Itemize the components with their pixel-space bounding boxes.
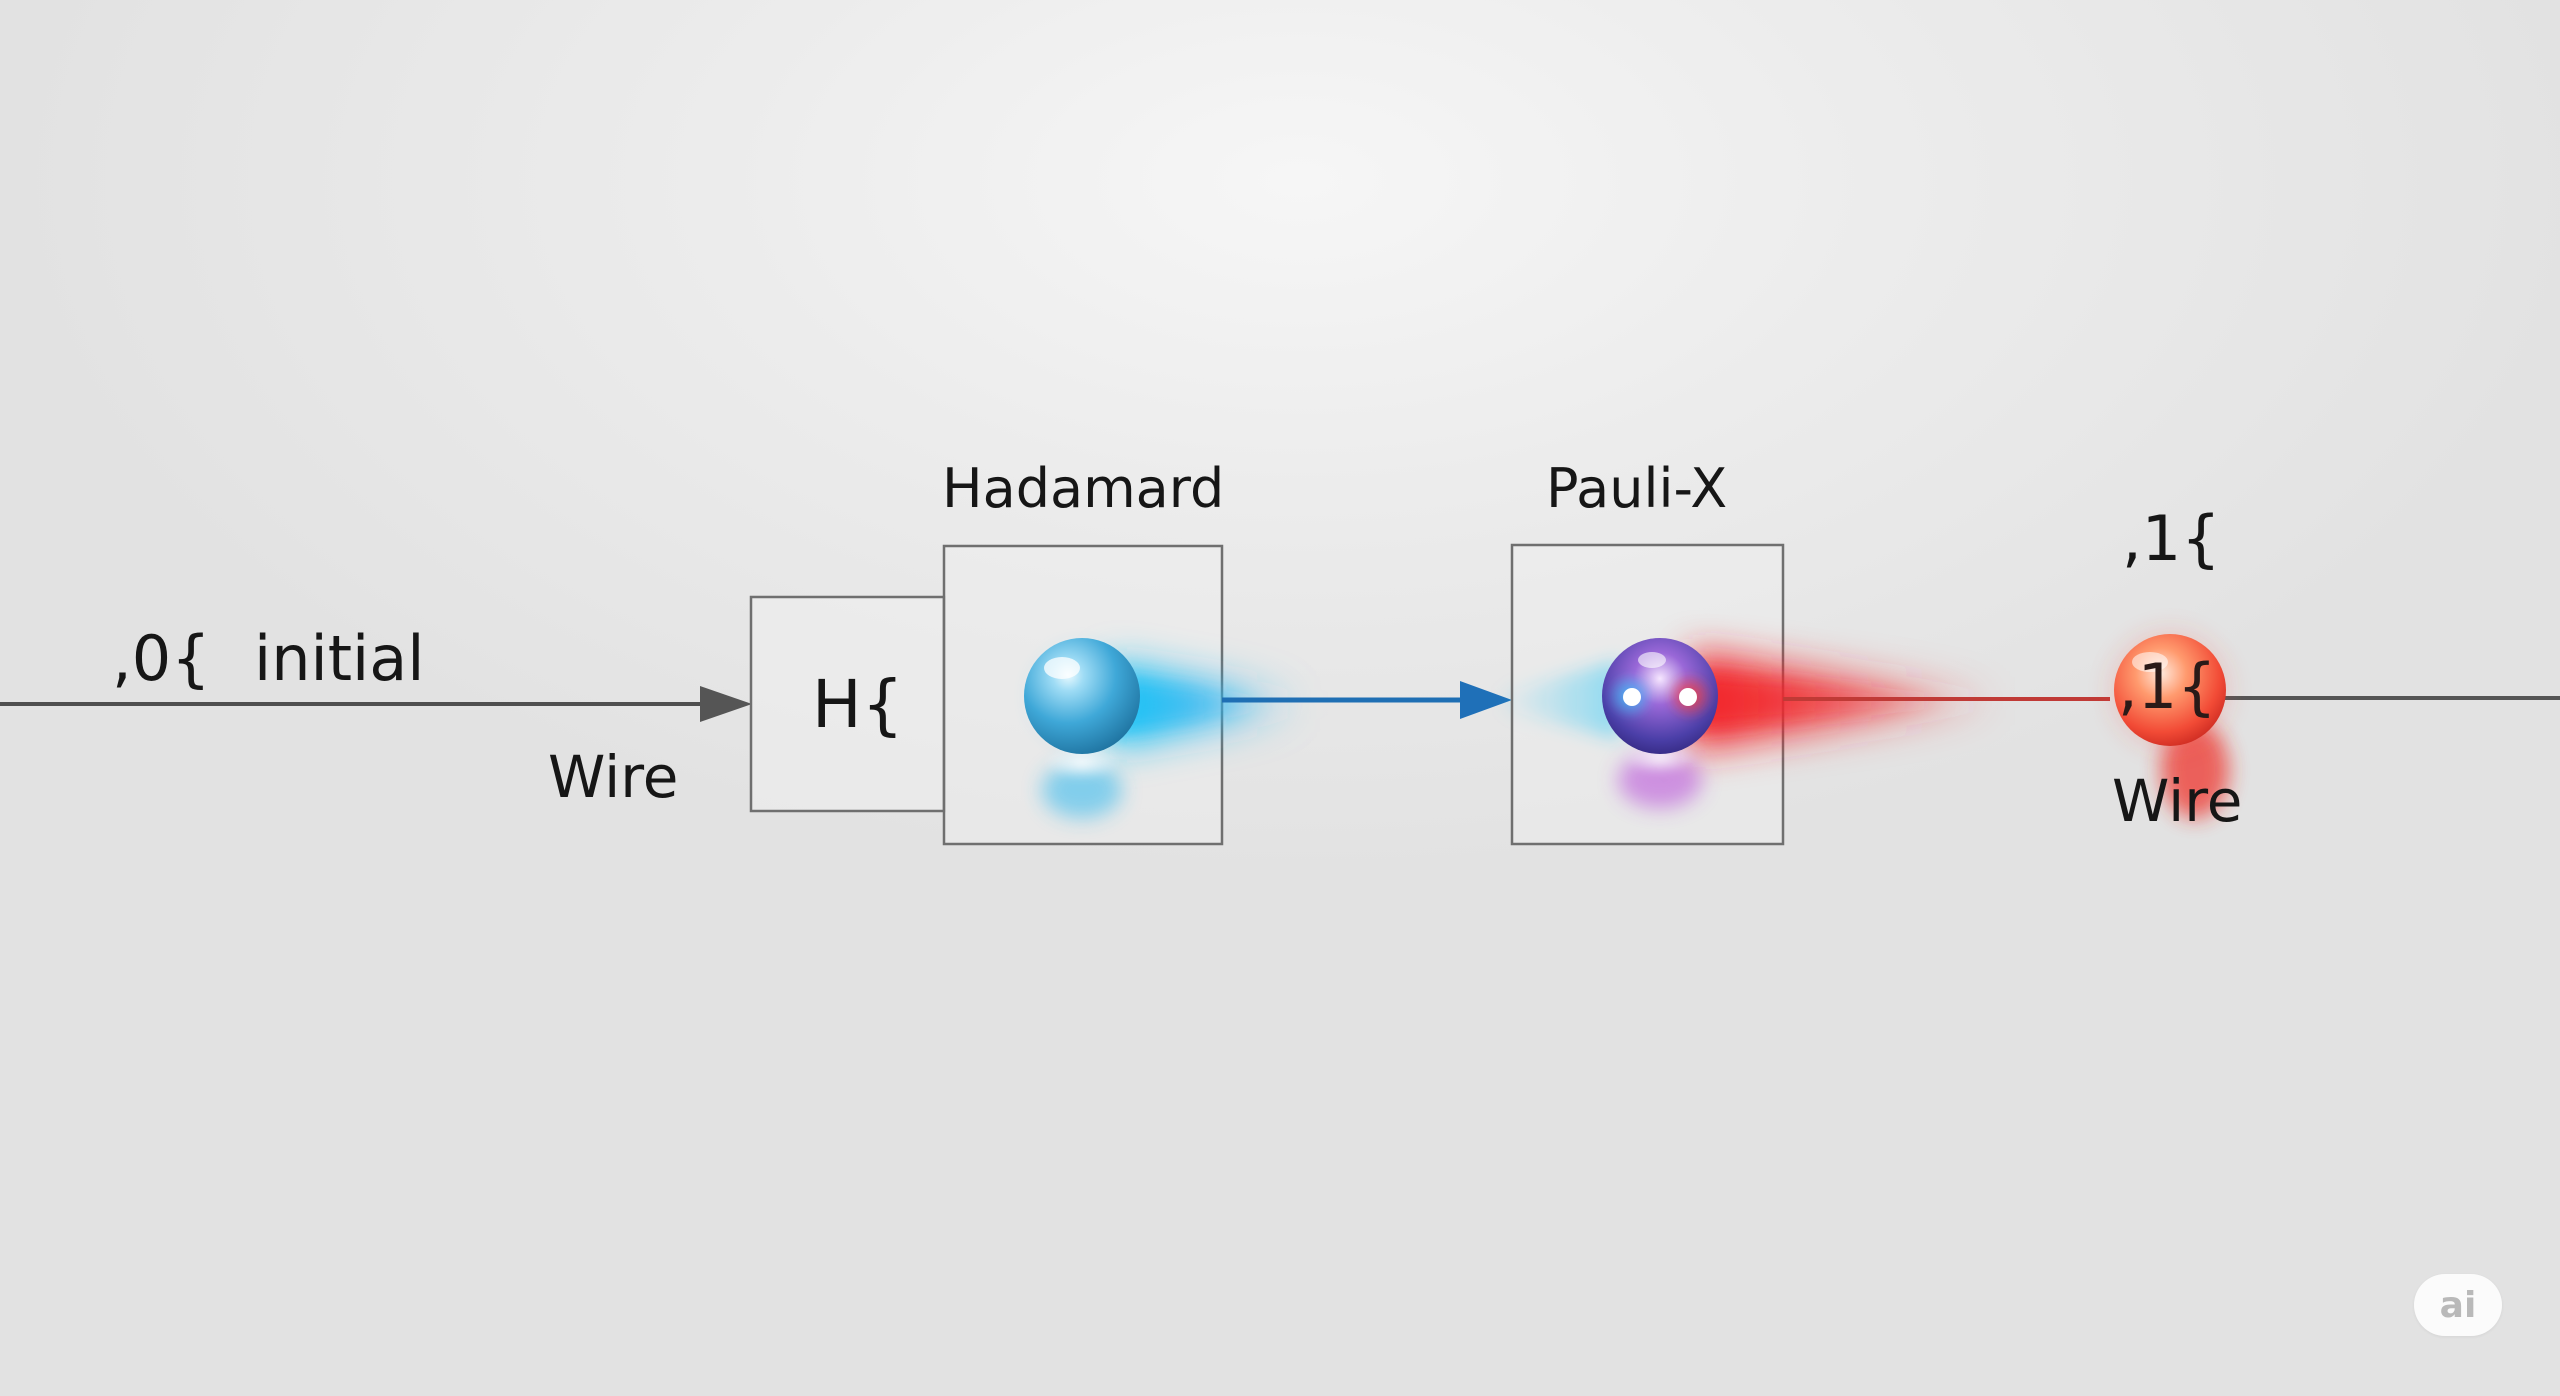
qubit-sphere-mixed — [1602, 638, 1718, 808]
initial-state-ket: ,0{ — [112, 622, 211, 695]
h-gate-box — [749, 595, 946, 813]
mid-arrowhead — [1460, 681, 1512, 719]
initial-label: initial — [254, 622, 425, 695]
hadamard-gate-label: Hadamard — [942, 457, 1225, 520]
h-gate-symbol: H{ — [812, 666, 904, 743]
paulix-gate-label: Pauli-X — [1546, 457, 1728, 520]
blue-beam — [1110, 660, 1300, 750]
wire-label-output: Wire — [2112, 767, 2243, 835]
output-node-ket: ,1{ — [2118, 650, 2217, 723]
wire-label-input: Wire — [548, 743, 679, 811]
output-state-ket: ,1{ — [2122, 502, 2221, 575]
qubit-sphere-blue — [1022, 636, 1142, 818]
qubit-sphere-red — [2098, 618, 2242, 818]
input-arrowhead — [700, 686, 752, 722]
ai-watermark-badge: ai — [2414, 1274, 2502, 1336]
